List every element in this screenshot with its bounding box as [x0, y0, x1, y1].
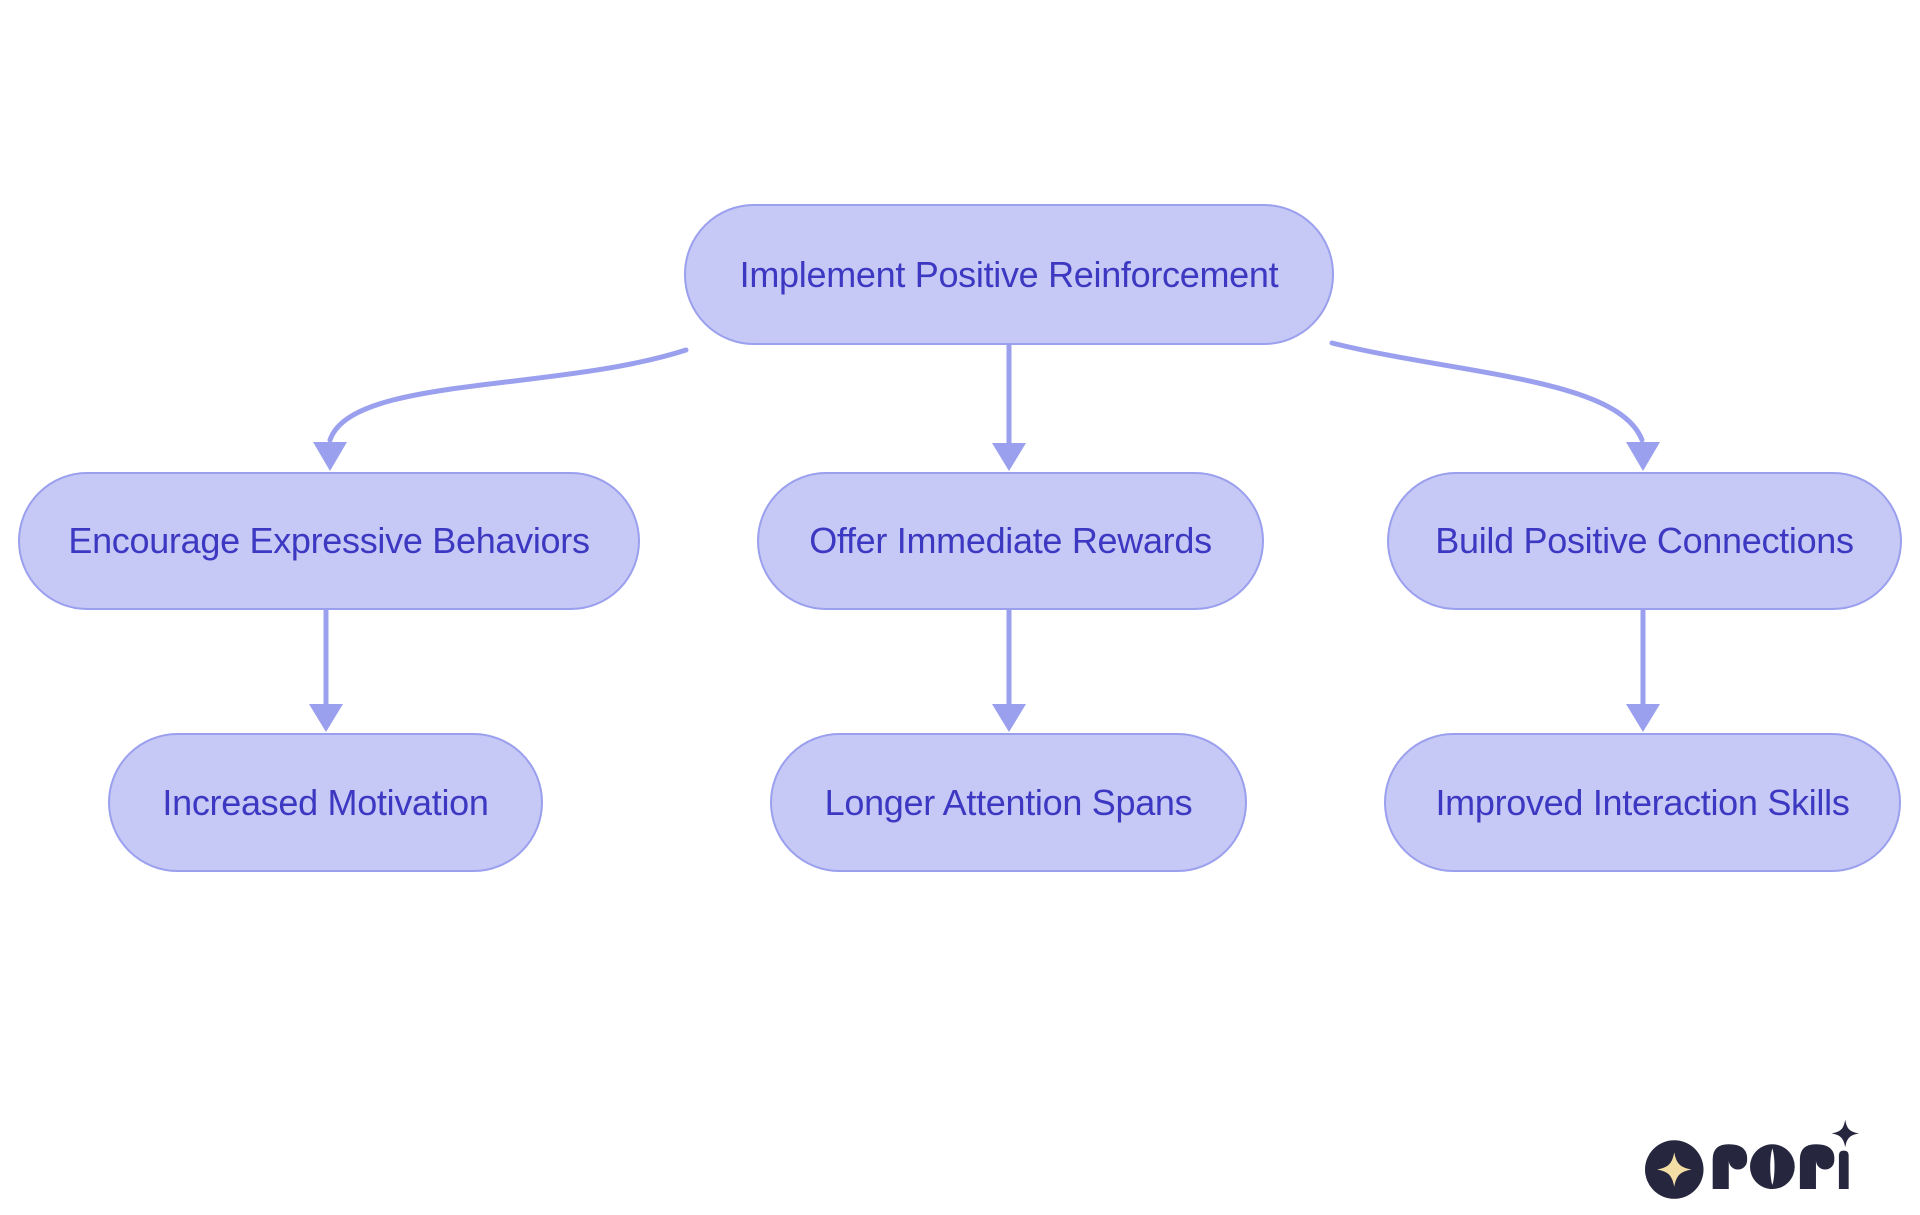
node-label: Encourage Expressive Behaviors	[68, 520, 590, 561]
node-offer-immediate-rewards: Offer Immediate Rewards	[757, 472, 1264, 610]
node-implement-positive-reinforcement: Implement Positive Reinforcement	[684, 204, 1334, 345]
sparkle-icon	[1831, 1119, 1859, 1148]
edge-root-to-mid-left-arrowhead-icon	[313, 442, 347, 471]
node-label: Implement Positive Reinforcement	[739, 253, 1279, 295]
rori-wordmark	[1712, 1119, 1859, 1190]
node-label: Build Positive Connections	[1435, 520, 1854, 561]
edge-root-to-mid-left-line	[327, 347, 689, 443]
node-increased-motivation: Increased Motivation	[108, 733, 543, 872]
node-encourage-expressive-behaviors: Encourage Expressive Behaviors	[18, 472, 640, 610]
node-label: Improved Interaction Skills	[1435, 781, 1850, 823]
sparkle-badge-icon	[1645, 1140, 1704, 1199]
node-longer-attention-spans: Longer Attention Spans	[770, 733, 1247, 872]
edge-mid-right-to-leaf-right-arrowhead-icon	[1626, 704, 1660, 732]
edge-root-to-mid-right-arrowhead-icon	[1626, 442, 1660, 471]
rori-logo	[1645, 1119, 1859, 1199]
edge-root-to-mid-right-line	[1329, 340, 1645, 443]
edge-mid-center-to-leaf-center-arrowhead-icon	[992, 704, 1026, 732]
node-label: Offer Immediate Rewards	[809, 520, 1212, 561]
node-improved-interaction-skills: Improved Interaction Skills	[1384, 733, 1901, 872]
node-label: Increased Motivation	[162, 781, 489, 823]
node-build-positive-connections: Build Positive Connections	[1387, 472, 1902, 610]
edge-mid-left-to-leaf-left-arrowhead-icon	[309, 704, 343, 732]
node-label: Longer Attention Spans	[824, 781, 1193, 823]
edge-root-to-mid-center-arrowhead-icon	[992, 443, 1026, 471]
